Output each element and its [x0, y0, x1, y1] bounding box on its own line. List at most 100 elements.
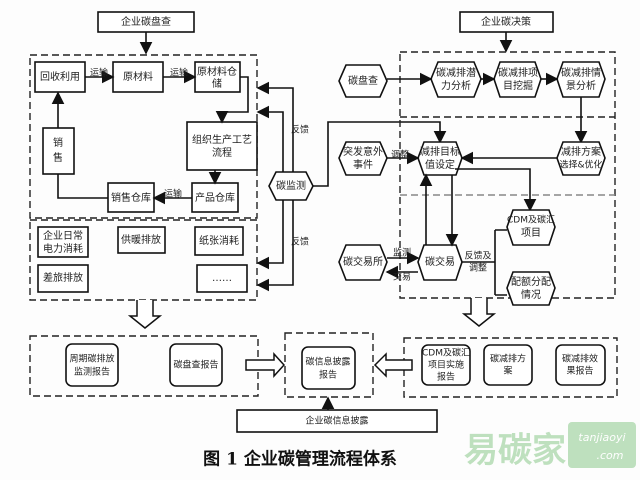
more-node: ……	[196, 264, 248, 293]
svg-text:原材料: 原材料	[123, 70, 153, 83]
svg-text:报告: 报告	[319, 369, 337, 381]
svg-text:项目: 项目	[521, 227, 541, 239]
svg-text:减排方案: 减排方案	[561, 145, 601, 158]
svg-text:碳交易所: 碳交易所	[343, 255, 383, 268]
raw-material-node: 原材料	[112, 61, 164, 93]
svg-text:CDM及碳汇: CDM及碳汇	[422, 347, 470, 359]
decision-region	[399, 51, 616, 299]
down-arrow-icon	[127, 300, 163, 329]
svg-text:差旅排放: 差旅排放	[43, 271, 83, 284]
svg-text:组织生产工艺: 组织生产工艺	[192, 133, 252, 146]
svg-text:企业日常: 企业日常	[43, 229, 83, 242]
svg-text:……: ……	[212, 273, 232, 284]
svg-text:力分析: 力分析	[441, 79, 471, 92]
svg-text:周期碳排放: 周期碳排放	[69, 353, 114, 365]
svg-text:企业碳盘查: 企业碳盘查	[121, 15, 171, 28]
svg-text:事件: 事件	[353, 158, 373, 171]
svg-text:流程: 流程	[212, 146, 232, 159]
sales-node: 销售	[42, 127, 75, 175]
recycle-node: 回收利用	[34, 61, 86, 93]
travel-emission-node: 差旅排放	[37, 264, 89, 293]
svg-text:销: 销	[53, 136, 63, 149]
svg-text:原材料仓: 原材料仓	[197, 65, 237, 78]
svg-text:企业碳信息披露: 企业碳信息披露	[305, 415, 368, 427]
enterprise-carbon-inventory-title: 企业碳盘查	[97, 11, 195, 33]
paper-consumption-node: 纸张消耗	[194, 226, 244, 256]
svg-text:报告: 报告	[437, 371, 455, 383]
adjust-label: 调整	[391, 149, 409, 161]
svg-text:减排目标: 减排目标	[420, 145, 460, 158]
left-arrow-icon	[373, 352, 413, 378]
carbon-inventory-hex: 碳盘查	[338, 64, 388, 98]
svg-text:企业碳决策: 企业碳决策	[481, 15, 531, 28]
right-arrow-icon	[245, 352, 286, 378]
svg-text:纸张消耗: 纸张消耗	[199, 234, 239, 247]
feedback-adjust-label: 调整	[469, 262, 487, 274]
feedback-adjust-label: 反馈及	[464, 250, 491, 262]
svg-text:储: 储	[212, 77, 222, 90]
enterprise-carbon-decision-title: 企业碳决策	[459, 11, 554, 33]
sales-storage-node: 销售仓库	[107, 182, 155, 213]
down-arrow-icon	[461, 298, 497, 327]
svg-text:供暖排放: 供暖排放	[121, 233, 161, 246]
svg-text:售: 售	[53, 151, 63, 164]
svg-text:案: 案	[503, 365, 512, 377]
disclosure-report-region	[284, 332, 374, 398]
monitor-label: 监测	[393, 247, 411, 259]
svg-text:.com: .com	[597, 449, 624, 462]
svg-text:碳减排方: 碳减排方	[490, 353, 526, 365]
product-storage-node: 产品仓库	[191, 182, 239, 213]
svg-text:碳减排项: 碳减排项	[498, 66, 538, 79]
svg-text:碳减排效: 碳减排效	[562, 353, 598, 365]
svg-text:产品仓库: 产品仓库	[195, 191, 235, 204]
inventory-report: 碳盘查报告	[169, 343, 223, 387]
watermark-logo: 易碳家 tanjiaoyi .com	[464, 422, 636, 471]
inventory-report-region	[29, 335, 259, 397]
transport-label: 运输	[164, 188, 182, 200]
svg-text:CDM及碳汇: CDM及碳汇	[507, 214, 555, 226]
svg-text:监测报告: 监测报告	[74, 366, 110, 378]
svg-text:回收利用: 回收利用	[40, 70, 80, 83]
trade-label: 交易	[393, 271, 411, 283]
svg-text:情况: 情况	[521, 288, 541, 301]
carbon-monitoring-node: 碳监测	[268, 171, 314, 201]
svg-text:突发意外: 突发意外	[343, 145, 383, 158]
feedback-label: 反馈	[291, 236, 309, 248]
svg-text:选择&优化: 选择&优化	[559, 159, 602, 171]
transport-label: 运输	[90, 67, 108, 79]
svg-text:碳减排潜: 碳减排潜	[436, 66, 476, 79]
svg-text:目挖掘: 目挖掘	[503, 79, 533, 92]
svg-text:易碳家: 易碳家	[464, 431, 566, 471]
svg-text:碳监测: 碳监测	[276, 179, 306, 192]
carbon-trading-hex: 碳交易	[417, 244, 463, 281]
svg-text:碳盘查: 碳盘查	[348, 74, 378, 87]
svg-text:碳交易: 碳交易	[425, 255, 455, 268]
svg-text:项目实施: 项目实施	[428, 359, 464, 371]
svg-text:电力消耗: 电力消耗	[43, 242, 83, 255]
feedback-label: 反馈	[291, 124, 309, 136]
svg-text:碳信息披露: 碳信息披露	[305, 356, 350, 368]
decision-report-region	[403, 337, 618, 398]
transport-label: 运输	[170, 67, 188, 79]
enterprise-carbon-disclosure-title: 企业碳信息披露	[236, 409, 438, 433]
svg-text:配额分配: 配额分配	[511, 275, 551, 288]
carbon-exchange-hex: 碳交易所	[338, 244, 388, 281]
svg-text:碳盘查报告: 碳盘查报告	[173, 359, 218, 371]
svg-text:tanjiaoyi: tanjiaoyi	[578, 431, 625, 444]
